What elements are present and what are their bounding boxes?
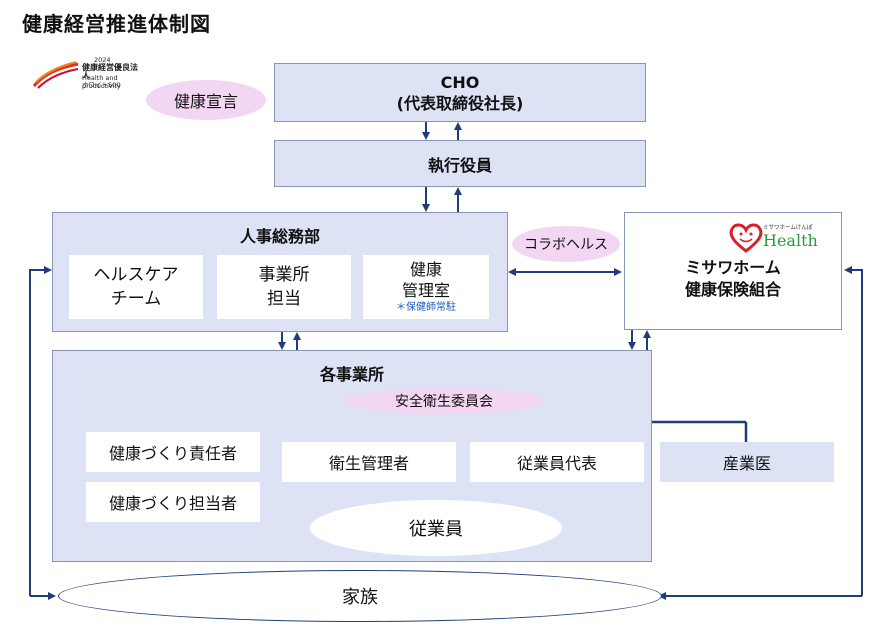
office-staff-line1: 事業所 <box>258 265 310 285</box>
cho-box: CHO (代表取締役社長) <box>274 63 646 122</box>
kenpo-logo-main: Health <box>763 231 818 250</box>
health-promotion-staff-label: 健康づくり担当者 <box>108 494 237 513</box>
industrial-physician-label: 産業医 <box>722 454 771 473</box>
health-management-office-box: 健康 管理室 ＊保健師常駐 <box>363 255 489 319</box>
logo-year: 2024 <box>94 56 111 64</box>
logo-subtitle: Health and productivity <box>82 74 121 90</box>
health-promotion-leader-box: 健康づくり責任者 <box>86 432 260 472</box>
kenpo-logo: ミサワホームけんぽ Health <box>729 221 835 255</box>
offices-title: 各事業所 <box>319 365 384 384</box>
health-management-logo: 2024 健康経営優良法人 Health and productivity ホワ… <box>32 56 142 92</box>
health-declaration-label: 健康宣言 <box>173 92 238 111</box>
office-staff-line2: 担当 <box>267 289 301 309</box>
health-manager-label: 衛生管理者 <box>328 454 409 473</box>
employees-label: 従業員 <box>409 519 463 540</box>
logo-white500: ホワイト500 <box>82 81 121 89</box>
logo-title: 健康経営優良法人 <box>82 63 138 80</box>
kenpo-logo-small: ミサワホームけんぽ <box>763 225 813 231</box>
industrial-physician-box: 産業医 <box>660 442 834 482</box>
safety-committee-badge: 安全衛生委員会 <box>344 388 544 414</box>
collab-health-badge: コラボヘルス <box>512 226 620 262</box>
employee-representative-box: 従業員代表 <box>470 442 644 482</box>
executive-label: 執行役員 <box>427 155 492 175</box>
executive-box: 執行役員 <box>274 140 646 187</box>
cho-title: CHO <box>440 72 480 92</box>
health-office-line2: 管理室 <box>401 281 450 300</box>
safety-committee-label: 安全衛生委員会 <box>395 394 493 410</box>
employees-ellipse: 従業員 <box>310 500 562 556</box>
insurance-name: ミサワホーム 健康保険組合 <box>625 257 841 301</box>
health-office-line1: 健康 <box>409 260 442 279</box>
hr-title: 人事総務部 <box>239 227 320 246</box>
employee-representative-label: 従業員代表 <box>516 454 597 473</box>
hr-department-box: 人事総務部 ヘルスケア チーム 事業所 担当 健康 管理室 ＊保健師常駐 <box>52 212 508 332</box>
family-ellipse: 家族 <box>58 570 662 622</box>
insurance-line1: ミサワホーム <box>685 258 781 277</box>
public-health-nurse-note: ＊保健師常駐 <box>396 302 456 313</box>
page-title: 健康経営推進体制図 <box>22 12 211 36</box>
flag-icon <box>32 61 79 89</box>
health-manager-box: 衛生管理者 <box>282 442 456 482</box>
health-insurance-box: ミサワホームけんぽ Health ミサワホーム 健康保険組合 <box>624 212 842 330</box>
cho-subtitle: (代表取締役社長) <box>396 93 524 113</box>
insurance-line2: 健康保険組合 <box>684 280 781 299</box>
health-promotion-staff-box: 健康づくり担当者 <box>86 482 260 522</box>
office-staff-box: 事業所 担当 <box>217 255 351 319</box>
health-declaration-badge: 健康宣言 <box>146 80 266 120</box>
collab-health-label: コラボヘルス <box>524 237 608 253</box>
healthcare-team-line2: チーム <box>110 289 162 309</box>
heart-logo-icon <box>729 223 763 253</box>
health-promotion-leader-label: 健康づくり責任者 <box>108 444 237 463</box>
healthcare-team-box: ヘルスケア チーム <box>69 255 203 319</box>
family-label: 家族 <box>342 587 378 608</box>
healthcare-team-line1: ヘルスケア <box>93 265 179 285</box>
